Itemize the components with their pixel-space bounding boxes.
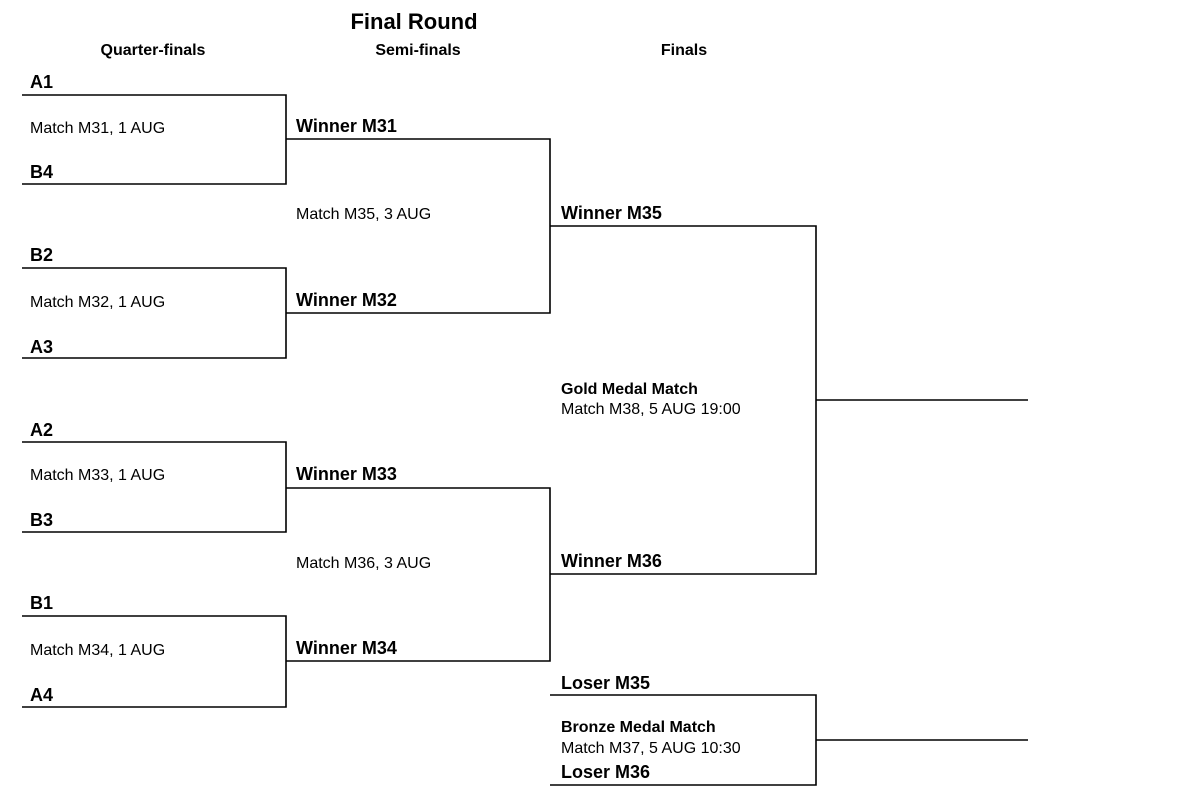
qf-m32-team-bottom: A3 (30, 337, 54, 357)
qf-m31-team-bottom: B4 (30, 162, 54, 182)
qf-bracket-m32 (22, 267, 287, 359)
sf-m36-team-top: Winner M33 (296, 464, 397, 484)
column-header-semi-finals: Semi-finals (375, 42, 461, 59)
qf-m33-match-info: Match M33, 1 AUG (30, 467, 166, 484)
qf-bracket-m31 (22, 94, 287, 185)
qf-bracket-m34 (22, 615, 287, 708)
gold-medal-match-name: Gold Medal Match (561, 381, 698, 398)
gold-bracket (550, 225, 817, 575)
bronze-medal-match-name: Bronze Medal Match (561, 719, 716, 736)
gold-team-bottom: Winner M36 (561, 551, 662, 571)
qf-m34-team-bottom: A4 (30, 685, 54, 705)
sf-m35-team-bottom: Winner M32 (296, 290, 397, 310)
gold-medal-match-info: Match M38, 5 AUG 19:00 (561, 401, 741, 418)
column-header-quarter-finals: Quarter-finals (100, 42, 206, 59)
sf-bracket-m36 (286, 487, 551, 662)
sf-bracket-m35 (286, 138, 551, 314)
bronze-medal-match-info: Match M37, 5 AUG 10:30 (561, 740, 741, 757)
bronze-team-top: Loser M35 (561, 673, 651, 693)
qf-m34-match-info: Match M34, 1 AUG (30, 642, 166, 659)
gold-team-top: Winner M35 (561, 203, 662, 223)
sf-m35-team-top: Winner M31 (296, 116, 397, 136)
column-header-finals: Finals (660, 42, 708, 59)
qf-m32-team-top: B2 (30, 245, 54, 265)
sf-m35-match-info: Match M35, 3 AUG (296, 206, 432, 223)
sf-m36-team-bottom: Winner M34 (296, 638, 397, 658)
qf-m31-match-info: Match M31, 1 AUG (30, 120, 166, 137)
qf-m31-team-top: A1 (30, 72, 54, 92)
bronze-team-bottom: Loser M36 (561, 762, 651, 782)
sf-m36-match-info: Match M36, 3 AUG (296, 555, 432, 572)
qf-m32-match-info: Match M32, 1 AUG (30, 294, 166, 311)
qf-m33-team-bottom: B3 (30, 510, 54, 530)
qf-m34-team-top: B1 (30, 593, 54, 613)
qf-m33-team-top: A2 (30, 420, 54, 440)
qf-bracket-m33 (22, 441, 287, 533)
page-title: Final Round (350, 9, 478, 34)
